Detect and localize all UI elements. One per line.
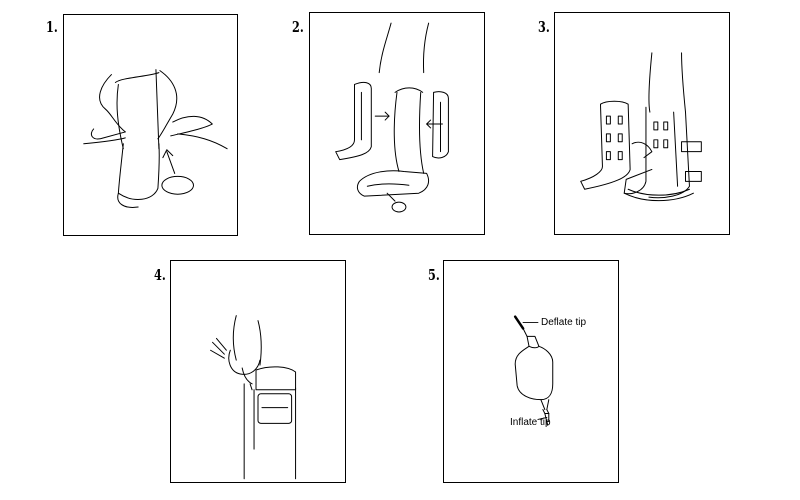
step-1-panel bbox=[63, 14, 238, 236]
step-number-5: 5. bbox=[428, 266, 440, 284]
deflate-tip-label: Deflate tip bbox=[541, 317, 587, 328]
step-3-illustration bbox=[580, 52, 702, 202]
step-4-illustration bbox=[210, 315, 297, 480]
step-number-4: 4. bbox=[154, 266, 166, 284]
step-4-panel bbox=[170, 260, 346, 483]
step-number-1: 1. bbox=[46, 18, 58, 36]
step-5-panel: Deflate tip Inflate tip bbox=[443, 260, 619, 483]
step-number-3: 3. bbox=[538, 18, 550, 36]
step-3-panel bbox=[554, 12, 730, 235]
inflate-tip-label: Inflate tip bbox=[510, 417, 551, 428]
step-number-2: 2. bbox=[292, 18, 304, 36]
step-2-illustration bbox=[335, 22, 449, 213]
step-1-illustration bbox=[83, 69, 228, 208]
step-5-illustration bbox=[513, 315, 554, 426]
deflate-tip-icon bbox=[513, 315, 525, 330]
step-2-panel bbox=[309, 12, 485, 235]
